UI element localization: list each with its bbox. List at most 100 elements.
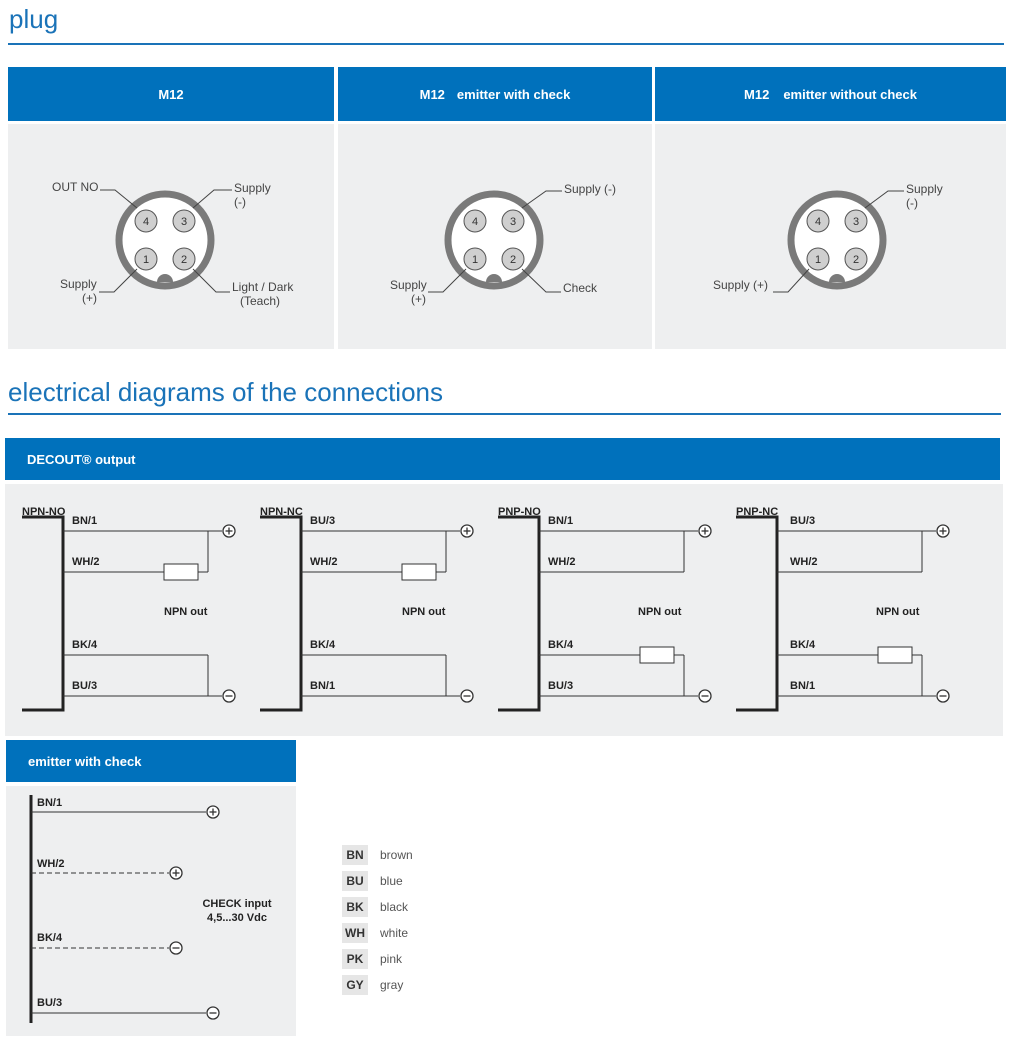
label-supply-minus: Supply (-): [564, 182, 616, 196]
pin-label: 3: [181, 216, 187, 228]
connector-1: 4 3 1 2 OUT NO Supply (-) Supply (+) Lig…: [52, 180, 294, 308]
label-check: Check: [563, 281, 598, 295]
label-out-no: OUT NO: [52, 180, 98, 194]
legend-code: GY: [342, 975, 368, 995]
plug-title: plug: [9, 4, 59, 34]
wire-label: WH/2: [310, 556, 338, 568]
pin-label: 1: [815, 254, 821, 266]
diagram-type-label: NPN-NC: [260, 506, 303, 518]
plus-terminal-icon: [460, 524, 474, 538]
minus-terminal-icon: [460, 689, 474, 703]
emitter-panel: [6, 786, 296, 1036]
diagram-type-label: PNP-NC: [736, 506, 778, 518]
wire-label: WH/2: [548, 556, 576, 568]
label-supply-minus: Supply: [906, 182, 943, 196]
label-supply-minus-sign: (-): [906, 196, 918, 210]
legend-name: blue: [380, 874, 403, 888]
wire-label: BN/1: [72, 515, 97, 527]
label-supply-plus: Supply: [390, 278, 427, 292]
plug-header-code: M12: [419, 86, 445, 102]
legend-name: pink: [380, 952, 403, 966]
out-label: NPN out: [402, 606, 446, 618]
label-supply-plus-sign: (+): [411, 292, 426, 306]
pin-label: 4: [143, 216, 149, 228]
pin-label: 4: [815, 216, 821, 228]
plug-connectors-svg: 4 3 1 2 OUT NO Supply (-) Supply (+) Lig…: [52, 180, 943, 308]
emitter-diagram-svg: BN/1 WH/2 BK/4 BU/3 CHECK input 4,5...30…: [29, 795, 272, 1023]
plus-terminal-icon: [222, 524, 236, 538]
diagram-npn-nc: NPN-NC BU/3 WH/2 BK/4 BN/1 NPN out: [260, 506, 474, 712]
plug-header-text: emitter with check: [456, 86, 571, 102]
diagram-type-label: PNP-NO: [498, 506, 541, 518]
diagram-npn-no: NPN-NO BN/1 WH/2 BK/4 BU/3 NPN out: [22, 506, 236, 712]
legend-code: BN: [342, 845, 368, 865]
minus-terminal-icon: [698, 689, 712, 703]
plug-header-text: emitter without check: [783, 86, 917, 102]
label-supply-minus-sign: (-): [234, 195, 246, 209]
decout-diagrams-svg: NPN-NO BN/1 WH/2 BK/4 BU/3 NPN out NPN-N…: [22, 506, 950, 712]
wire-label: WH/2: [37, 858, 65, 870]
plug-header-m12: M12: [8, 67, 334, 121]
minus-terminal-icon: [169, 941, 183, 955]
wire-label: BN/1: [790, 680, 815, 692]
wire-label: BU/3: [790, 515, 815, 527]
legend-code: BU: [342, 871, 368, 891]
wire-label: BU/3: [310, 515, 335, 527]
plus-terminal-icon: [936, 524, 950, 538]
diagram-pnp-nc: PNP-NC BU/3 WH/2 BK/4 BN/1 NPN out: [736, 506, 950, 712]
label-teach: (Teach): [240, 294, 280, 308]
out-label: NPN out: [164, 606, 208, 618]
legend-code: BK: [342, 897, 368, 917]
emitter-header: emitter with check: [6, 740, 296, 782]
wire-label: BU/3: [37, 997, 62, 1009]
plus-terminal-icon: [206, 805, 220, 819]
out-label: NPN out: [638, 606, 682, 618]
label-supply-plus-sign: (+): [82, 291, 97, 305]
legend-code: PK: [342, 949, 368, 969]
plus-terminal-icon: [698, 524, 712, 538]
legend-code: WH: [342, 923, 368, 943]
legend-item: PK pink: [342, 946, 413, 972]
label-supply-plus: Supply (+): [713, 278, 768, 292]
plug-header-code: M12: [744, 86, 770, 102]
label-supply-minus: Supply: [234, 181, 271, 195]
plug-header-code: M12: [158, 86, 184, 102]
wire-label: BN/1: [548, 515, 573, 527]
decout-header-text: DECOUT® output: [27, 451, 136, 467]
wire-label: BN/1: [37, 797, 62, 809]
check-input-label: CHECK input: [202, 898, 271, 910]
legend-name: brown: [380, 848, 413, 862]
pin-label: 3: [510, 216, 516, 228]
plus-terminal-icon: [169, 866, 183, 880]
pin-label: 1: [472, 254, 478, 266]
wire-label: BK/4: [72, 639, 98, 651]
legend-item: GY gray: [342, 972, 413, 998]
plug-header-emitter-without-check: M12 emitter without check: [655, 67, 1006, 121]
wire-label: BK/4: [790, 639, 816, 651]
wire-label: WH/2: [72, 556, 100, 568]
minus-terminal-icon: [206, 1006, 220, 1020]
legend-item: BN brown: [342, 842, 413, 868]
out-label: NPN out: [876, 606, 920, 618]
legend-item: BU blue: [342, 868, 413, 894]
connector-3: 4 3 1 2 Supply (-) Supply (+): [713, 182, 943, 293]
minus-terminal-icon: [936, 689, 950, 703]
pin-label: 4: [472, 216, 478, 228]
check-voltage-label: 4,5...30 Vdc: [207, 912, 267, 924]
wire-label: BU/3: [548, 680, 573, 692]
diagram-pnp-no: PNP-NO BN/1 WH/2 BK/4 BU/3 NPN out: [498, 506, 712, 712]
wire-label: BK/4: [37, 932, 63, 944]
emitter-header-text: emitter with check: [28, 753, 142, 769]
label-supply-plus: Supply: [60, 277, 97, 291]
decout-header: DECOUT® output: [5, 438, 1000, 480]
electrical-title-rule: [8, 413, 1001, 415]
legend-name: white: [380, 926, 409, 940]
pin-label: 2: [853, 254, 859, 266]
electrical-title: electrical diagrams of the connections: [8, 377, 444, 407]
wire-label: BK/4: [548, 639, 574, 651]
wire-label: WH/2: [790, 556, 818, 568]
legend-name: gray: [380, 978, 404, 992]
pin-label: 1: [143, 254, 149, 266]
